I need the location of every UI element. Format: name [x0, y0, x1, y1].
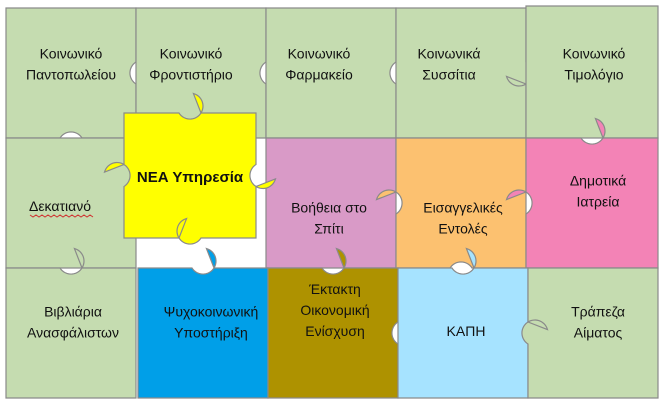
piece-label-koinoniko-frontistirio-line-2: Φροντιστήριο	[149, 67, 233, 83]
piece-label-dimotika-iatreia-line-2: Ιατρεία	[577, 194, 620, 210]
piece-label-dimotika-iatreia-line-1: Δημοτικά	[570, 173, 626, 189]
piece-label-koinoniko-timologio-line-2: Τιμολόγιο	[564, 67, 623, 83]
puzzle-piece-trapeza-aimatos	[521, 267, 659, 399]
piece-label-vivliaria-asfalistwn-line-1: Βιβλιάρια	[44, 304, 102, 320]
puzzle-piece-psyxokoinwniki-ypostirixi	[137, 247, 269, 399]
piece-label-koinoniko-farmakeio-line-1: Κοινωνικό	[288, 46, 351, 62]
spellcheck-underline	[29, 214, 94, 218]
puzzle-piece-vivliaria-asfalistwn	[5, 247, 137, 399]
piece-label-psyxokoinwniki-ypostirixi-line-1: Ψυχοκοινωνική	[164, 304, 259, 320]
piece-label-ektakti-oikonomiki-enisxysi-line-1: Έκτακτη	[308, 281, 361, 297]
piece-label-koinoniko-pantopoleio-line-2: Παντοπωλείου	[26, 67, 116, 83]
piece-label-ektakti-oikonomiki-enisxysi-line-2: Οικονομική	[300, 302, 369, 318]
piece-label-koinonika-syssitia-line-1: Κοινωνικά	[417, 46, 480, 62]
piece-label-vivliaria-asfalistwn-line-2: Ανασφάλιστων	[27, 325, 119, 341]
piece-label-kapi-line-1: ΚΑΠΗ	[447, 323, 486, 339]
piece-label-voitheia-sto-spiti-line-1: Βοήθεια στο	[291, 200, 367, 216]
piece-label-koinoniko-timologio-line-1: Κοινωνικό	[563, 46, 626, 62]
piece-label-trapeza-aimatos-line-2: Αίματος	[574, 325, 623, 341]
piece-label-koinoniko-pantopoleio-line-1: Κοινωνικό	[40, 46, 103, 62]
piece-label-ektakti-oikonomiki-enisxysi-line-3: Ενίσχυση	[305, 323, 365, 339]
piece-label-nea-ypiresia-line-1: ΝΕΑ Υπηρεσία	[137, 169, 244, 186]
piece-label-trapeza-aimatos-line-1: Τράπεζα	[571, 304, 625, 320]
piece-label-eisaggelikes-entoles-line-2: Εντολές	[438, 221, 487, 237]
puzzle-piece-nea-ypiresia	[103, 92, 277, 245]
piece-label-psyxokoinwniki-ypostirixi-line-2: Υποστήριξη	[174, 325, 248, 341]
puzzle-piece-kapi	[397, 247, 529, 399]
piece-label-koinonika-syssitia-line-2: Συσσίτια	[422, 67, 475, 83]
piece-label-koinoniko-frontistirio-line-1: Κοινωνικό	[160, 46, 223, 62]
piece-label-dekatiano-line-1: Δεκατιανό	[29, 198, 91, 214]
piece-label-voitheia-sto-spiti-line-2: Σπίτι	[314, 221, 343, 237]
piece-label-koinoniko-farmakeio-line-2: Φαρμακείο	[285, 67, 353, 83]
piece-label-eisaggelikes-entoles-line-1: Εισαγγελικές	[423, 200, 503, 216]
